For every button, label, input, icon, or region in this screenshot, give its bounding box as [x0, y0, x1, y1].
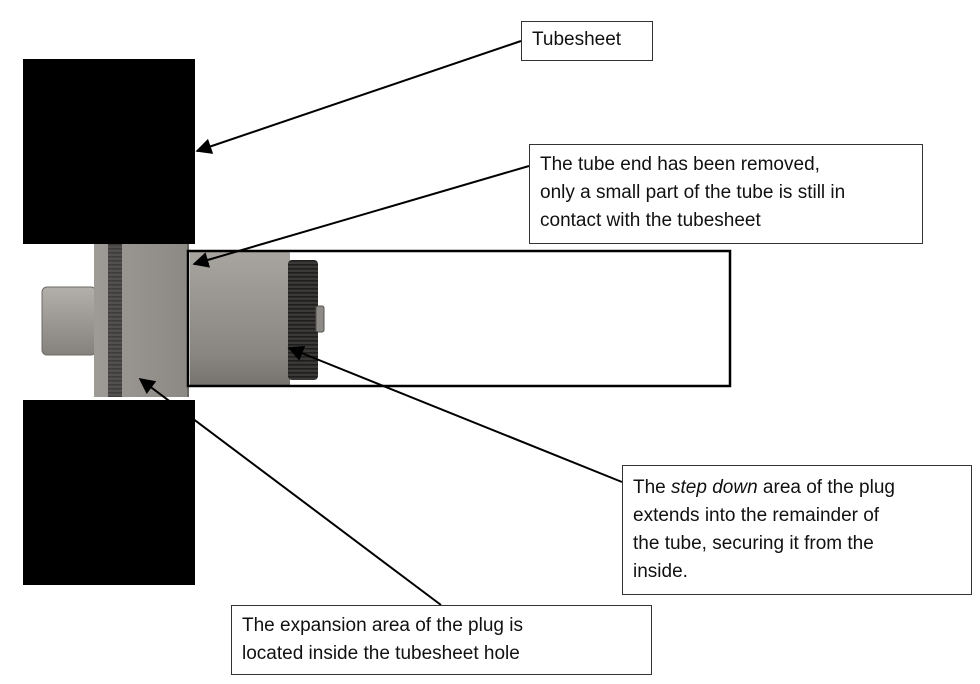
callout-expansion-line: The expansion area of the plug is: [242, 615, 523, 636]
callout-step-down-text: The: [633, 477, 672, 498]
callout-step-down-emphasis: step down: [671, 477, 758, 498]
callout-step-down-line: the tube, securing it from the: [633, 533, 874, 554]
callout-expansion-line: located inside the tubesheet hole: [242, 643, 520, 664]
callout-tubesheet-text: Tubesheet: [532, 29, 622, 50]
arrow-to-tube-end: [192, 165, 530, 268]
tubesheet-upper-block: [23, 59, 195, 244]
plug-knob: [41, 286, 97, 356]
callout-expansion-area: The expansion area of the plug is locate…: [231, 605, 652, 675]
callout-tube-end-line: The tube end has been removed,: [540, 154, 820, 175]
callout-tubesheet: Tubesheet: [521, 21, 653, 61]
callout-step-down-line: The step down area of the plug: [633, 474, 961, 502]
callout-step-down-line: extends into the remainder of: [633, 505, 880, 526]
arrow-to-expansion-area: [138, 378, 442, 606]
plug-step-down-knurl: [288, 260, 318, 380]
plug-body-in-tube: [190, 251, 290, 386]
callout-tube-end-removed: The tube end has been removed, only a sm…: [529, 144, 923, 244]
arrow-to-tubesheet: [195, 40, 522, 154]
plug-tip: [315, 305, 325, 333]
callout-tube-end-line: only a small part of the tube is still i…: [540, 182, 846, 203]
callout-step-down-line: inside.: [633, 561, 688, 582]
callout-step-down: The step down area of the plug extends i…: [622, 465, 972, 595]
plug: [41, 244, 325, 397]
callout-tube-end-line: contact with the tubesheet: [540, 210, 761, 231]
callout-step-down-text: area of the plug: [757, 477, 895, 498]
tubesheet-lower-block: [23, 400, 195, 585]
arrow-to-step-down: [287, 345, 623, 483]
tube-remainder-outline: [186, 249, 732, 388]
plug-expansion-groove: [108, 244, 122, 397]
